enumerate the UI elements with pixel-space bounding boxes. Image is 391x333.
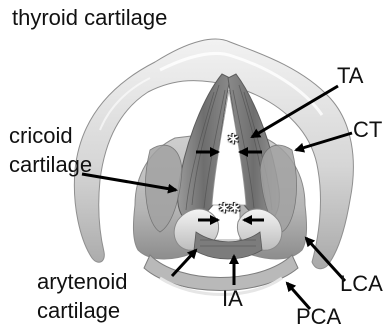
label-arytenoid-line2: cartilage [37, 299, 120, 323]
label-cricoid-line1: cricoid [9, 124, 73, 148]
label-cricoid-line2: cartilage [9, 153, 92, 177]
label-thyroid-cartilage: thyroid cartilage [12, 6, 167, 30]
label-ct: CT [353, 118, 382, 142]
label-ia: IA [222, 287, 243, 311]
label-ta: TA [337, 64, 363, 88]
label-lca: LCA [340, 272, 383, 296]
label-arytenoid-line1: arytenoid [37, 270, 128, 294]
label-pca: PCA [296, 305, 341, 329]
marker-double-asterisk: ** [219, 201, 240, 221]
marker-single-asterisk: * [228, 132, 238, 152]
